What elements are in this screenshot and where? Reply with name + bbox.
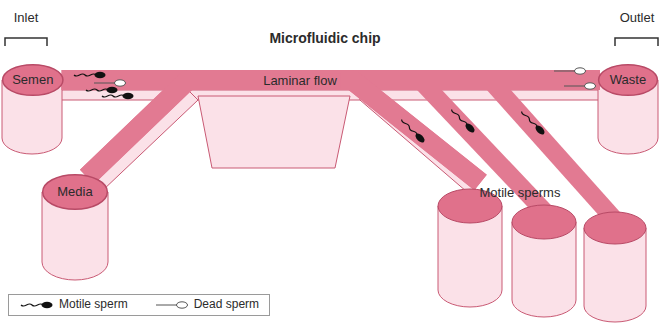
dead-sperm [156, 302, 188, 308]
port-label: Inlet [11, 11, 42, 26]
microchannel [62, 80, 481, 183]
legend: Motile sperm Dead sperm [8, 294, 270, 316]
microchannel [87, 80, 481, 183]
motile-sperm [86, 87, 118, 93]
reservoir-label: Waste [610, 73, 646, 88]
flow-label: Laminar flow [260, 74, 340, 89]
motile-sperm [449, 107, 476, 134]
outlet-group: Motile sperms [477, 185, 564, 202]
dead-sperm [94, 80, 126, 86]
trough-face [198, 96, 350, 168]
legend-item: Motile sperm [19, 298, 128, 312]
port-label: Outlet [617, 11, 658, 26]
reservoir: Semen [2, 64, 64, 96]
reservoir-label: Media [57, 185, 92, 200]
dead-sperm [554, 68, 586, 74]
motile-sperm [102, 93, 134, 99]
legend-text: Motile sperm [59, 298, 128, 312]
legend-sample [19, 299, 53, 311]
inlet-bracket [5, 38, 47, 46]
motile-sperm [21, 302, 53, 308]
motile-sperm [519, 109, 546, 136]
motile-sperm [74, 72, 106, 78]
reservoir-top [512, 205, 576, 239]
motile-sperm [399, 117, 426, 144]
dead-sperm [564, 83, 596, 89]
legend-item: Dead sperm [154, 298, 259, 312]
legend-text: Dead sperm [194, 298, 259, 312]
reservoir-label: Motile sperms [480, 186, 561, 201]
reservoir-label: Semen [12, 73, 53, 88]
outlet-bracket [615, 38, 658, 46]
legend-sample [154, 299, 188, 311]
reservoir: Media [42, 174, 108, 210]
reservoir-top [584, 212, 646, 244]
reservoir: Waste [598, 64, 658, 96]
diagram-title: Microfluidic chip [269, 30, 380, 46]
